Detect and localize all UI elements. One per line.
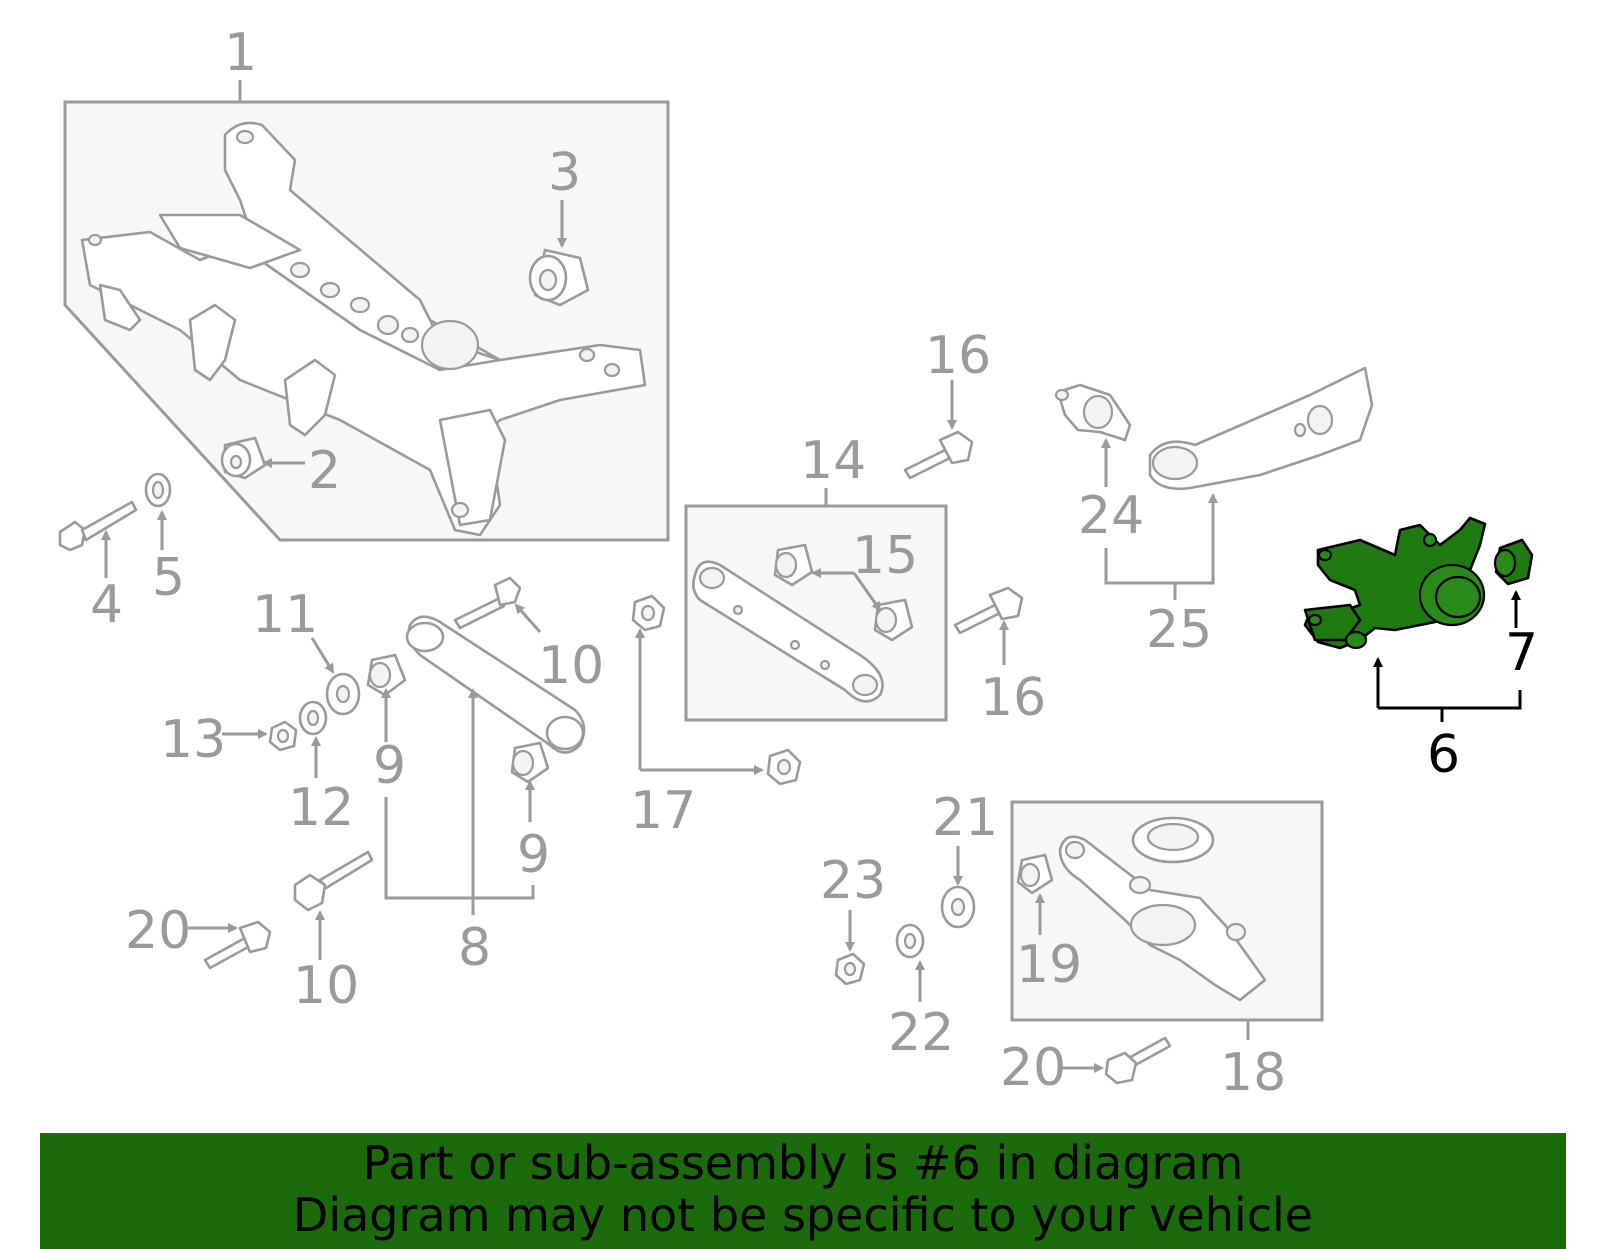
callout-25[interactable]: 25 <box>1146 600 1212 660</box>
callout-13[interactable]: 13 <box>160 710 226 770</box>
nut-part-17-upper[interactable] <box>631 594 666 632</box>
callout-19[interactable]: 19 <box>1016 935 1082 995</box>
bushing-part-15-lower[interactable] <box>873 598 914 642</box>
upper-arm-part-14[interactable] <box>692 560 884 703</box>
bushing-part-9-upper[interactable] <box>366 653 407 697</box>
callout-4[interactable]: 4 <box>90 575 123 635</box>
spring-seat[interactable] <box>1131 816 1215 864</box>
callout-15[interactable]: 15 <box>852 526 918 586</box>
bolt-part-10-upper[interactable] <box>453 576 522 630</box>
bolt-part-20-left[interactable] <box>203 920 272 970</box>
callout-10-lower[interactable]: 10 <box>293 956 359 1016</box>
callout-20-right[interactable]: 20 <box>1000 1038 1066 1098</box>
washer-part-5[interactable] <box>144 472 172 508</box>
callout-20-left[interactable]: 20 <box>125 901 191 961</box>
crossmember-group: 1 3 <box>63 23 670 542</box>
callout-23[interactable]: 23 <box>820 851 886 911</box>
callout-21[interactable]: 21 <box>932 788 998 848</box>
info-banner: Part or sub-assembly is #6 in diagram Di… <box>40 1133 1566 1249</box>
callout-2[interactable]: 2 <box>308 441 341 501</box>
trailing-arm-part-25[interactable] <box>1148 366 1374 490</box>
callout-14[interactable]: 14 <box>800 431 866 491</box>
nut-part-23[interactable] <box>834 952 866 986</box>
bushing-part-24[interactable] <box>1054 383 1132 442</box>
banner-line-2: Diagram may not be specific to your vehi… <box>292 1188 1314 1242</box>
bushing-part-15-upper[interactable] <box>773 543 814 587</box>
callout-9-lower[interactable]: 9 <box>517 825 550 885</box>
callout-16-lower[interactable]: 16 <box>980 668 1046 728</box>
nut-part-13[interactable] <box>268 720 298 752</box>
banner-line-1: Part or sub-assembly is #6 in diagram <box>362 1136 1244 1190</box>
callout-18[interactable]: 18 <box>1220 1043 1286 1103</box>
bushing-part-19[interactable] <box>1016 853 1054 895</box>
callout-3[interactable]: 3 <box>548 143 581 203</box>
callout-1[interactable]: 1 <box>224 23 257 83</box>
lower-arm-part-18[interactable] <box>1058 835 1267 1002</box>
washer-part-11[interactable] <box>325 672 361 716</box>
callout-6[interactable]: 6 <box>1427 725 1460 785</box>
upper-arm-group: 14 15 <box>684 431 948 722</box>
bushing-part-2[interactable] <box>220 436 267 480</box>
callout-16-upper[interactable]: 16 <box>925 326 991 386</box>
bolt-part-16-upper[interactable] <box>903 430 974 480</box>
callout-10-upper[interactable]: 10 <box>538 636 604 696</box>
bushing-part-7[interactable] <box>1493 538 1534 586</box>
callout-17[interactable]: 17 <box>630 781 696 841</box>
washer-part-22[interactable] <box>895 923 925 959</box>
callout-9-upper[interactable]: 9 <box>373 736 406 796</box>
bolt-part-16-lower[interactable] <box>953 586 1024 635</box>
callout-5[interactable]: 5 <box>152 548 185 608</box>
bolt-part-20-right[interactable] <box>1104 1036 1172 1085</box>
knuckle-part-6[interactable] <box>1303 516 1487 650</box>
lateral-arm-part-8[interactable] <box>405 615 586 754</box>
bolt-part-10-lower[interactable] <box>293 850 374 912</box>
nut-part-17-lower[interactable] <box>766 748 802 786</box>
bushing-part-9-lower[interactable] <box>510 741 550 784</box>
washer-part-12[interactable] <box>298 700 328 736</box>
callout-8[interactable]: 8 <box>458 918 491 978</box>
callout-12[interactable]: 12 <box>288 778 354 838</box>
callout-11[interactable]: 11 <box>252 585 318 645</box>
bolt-part-4[interactable] <box>58 500 138 552</box>
callout-7[interactable]: 7 <box>1505 623 1538 683</box>
bushing-part-3[interactable] <box>528 248 590 307</box>
rear-crossmember[interactable] <box>80 121 647 537</box>
callout-24[interactable]: 24 <box>1078 486 1144 546</box>
lower-arm-group: 18 19 <box>1010 800 1324 1103</box>
callout-22[interactable]: 22 <box>888 1003 954 1063</box>
washer-part-21[interactable] <box>940 885 976 929</box>
